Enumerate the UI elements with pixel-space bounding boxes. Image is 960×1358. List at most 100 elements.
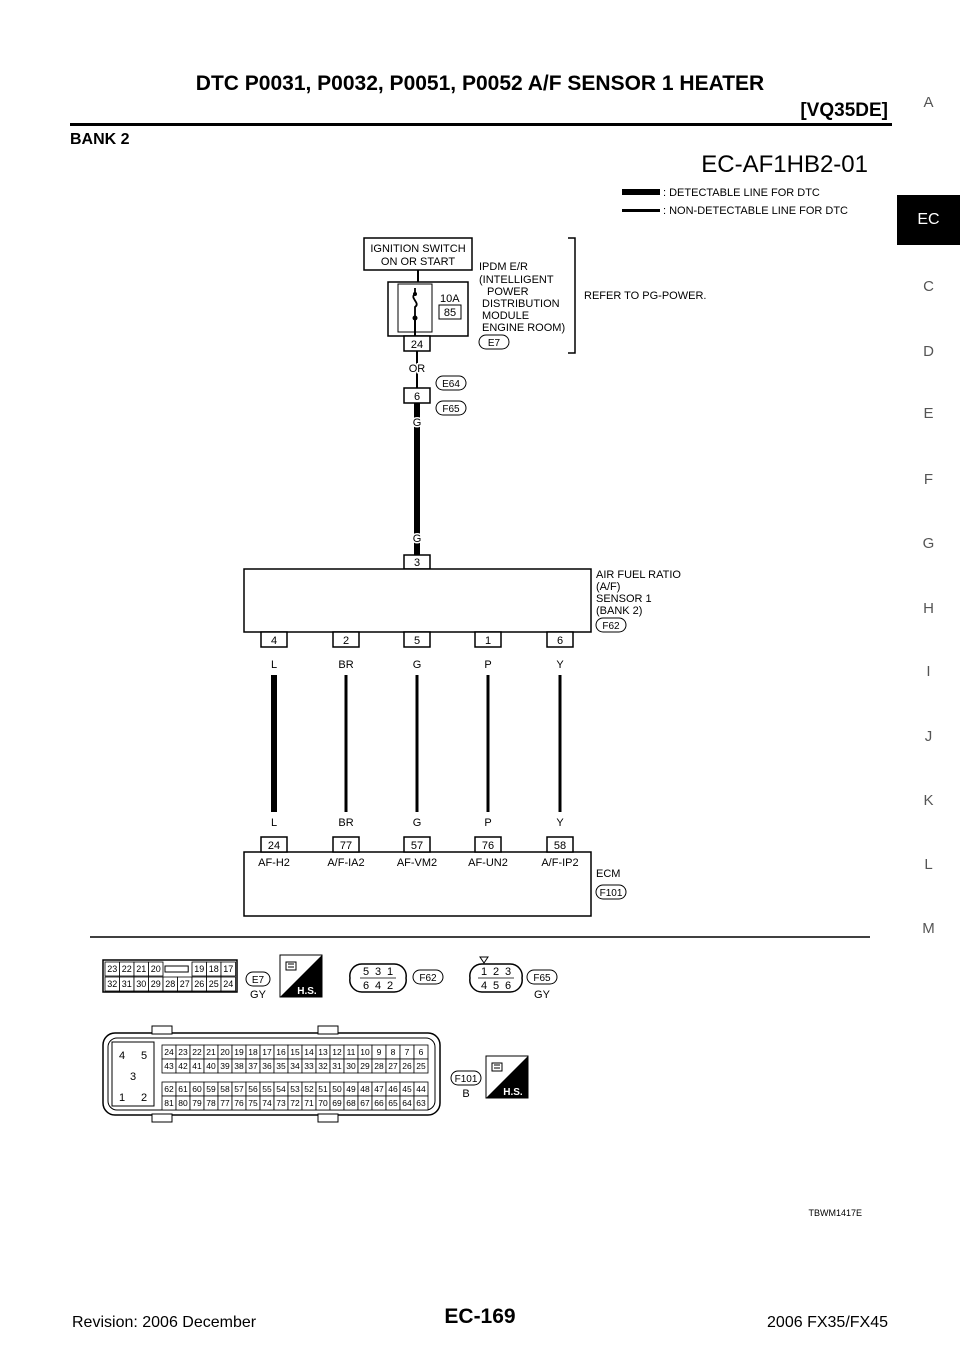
joint-conn-top-tag xyxy=(435,375,467,391)
f101-pin-34: 34 xyxy=(290,1061,300,1071)
f101-pin-38: 38 xyxy=(234,1061,244,1071)
ecm-pin-box-1 xyxy=(260,836,288,853)
f101-pin-58: 58 xyxy=(220,1084,230,1094)
sensor-conn-tag xyxy=(595,617,627,633)
side-index-l[interactable]: L xyxy=(924,856,933,873)
f62-pin-2: 2 xyxy=(387,980,393,992)
fuse-rating: 10A xyxy=(440,293,460,305)
side-index-m[interactable]: M xyxy=(922,920,935,937)
hs-icon-2-glyph xyxy=(491,1062,503,1072)
f101-pin-15: 15 xyxy=(290,1047,300,1057)
wire-color-top-1: L xyxy=(271,659,277,671)
f101-pin-44: 44 xyxy=(416,1084,426,1094)
f101-pin-50: 50 xyxy=(332,1084,342,1094)
legend-thin-line xyxy=(622,209,660,212)
f101-pin-25: 25 xyxy=(416,1061,426,1071)
f101-pin-9: 9 xyxy=(377,1047,382,1057)
wire-color-bottom-3: G xyxy=(413,817,422,829)
e7-key-slot xyxy=(164,965,189,973)
f65-pin-5: 5 xyxy=(493,980,499,992)
f101-pin-66: 66 xyxy=(374,1098,384,1108)
ecm-term-5: A/F-IP2 xyxy=(541,857,578,869)
f101-pin-21: 21 xyxy=(206,1047,216,1057)
f101-pin-78: 78 xyxy=(206,1098,216,1108)
sensor-pin-4: 1 xyxy=(485,635,491,647)
f62-label: F62 xyxy=(419,973,437,984)
e7-color: GY xyxy=(250,989,267,1001)
wire-col-1: 4 L L 24 AF-H2 xyxy=(258,631,290,869)
f101-pin-74: 74 xyxy=(262,1098,272,1108)
hs-icon-2-text: H.S. xyxy=(503,1087,523,1098)
f62-pin-6: 6 xyxy=(363,980,369,992)
side-index-c[interactable]: C xyxy=(923,278,934,295)
side-index-g[interactable]: G xyxy=(922,535,935,552)
f101-pin-61: 61 xyxy=(178,1084,188,1094)
f101-pin-32: 32 xyxy=(318,1061,328,1071)
fuse-number: 85 xyxy=(444,307,456,319)
side-index: A EC C D E F G H I J K L M xyxy=(897,0,960,1358)
f101-pin-76: 76 xyxy=(234,1098,244,1108)
side-index-e[interactable]: E xyxy=(923,405,934,422)
f101-pin-4: 4 xyxy=(119,1050,125,1062)
ignition-switch-label: IGNITION SWITCH xyxy=(370,243,465,255)
ecm-pin-box-3 xyxy=(403,836,431,853)
side-index-f[interactable]: F xyxy=(923,471,934,488)
sensor-label-1: (A/F) xyxy=(596,581,620,593)
ipdm-conn-tag xyxy=(478,334,510,350)
sensor-pin-5: 6 xyxy=(557,635,563,647)
f101-pin-64: 64 xyxy=(402,1098,412,1108)
f101-tag xyxy=(450,1070,482,1086)
wire-color-top-3: G xyxy=(413,659,422,671)
ecm-conn-tag xyxy=(595,884,627,900)
side-index-a[interactable]: A xyxy=(923,94,934,111)
diagram-id: EC-AF1HB2-01 xyxy=(701,151,868,178)
wire-color-bottom-5: Y xyxy=(556,817,564,829)
f65-pin-6: 6 xyxy=(505,980,511,992)
side-index-i[interactable]: I xyxy=(926,663,931,680)
f101-pin-51: 51 xyxy=(318,1084,328,1094)
sensor-label-3: (BANK 2) xyxy=(596,605,642,617)
side-index-h[interactable]: H xyxy=(923,600,934,617)
e7-tag xyxy=(245,971,271,987)
f101-pin-5: 5 xyxy=(141,1050,147,1062)
f101-pin-41: 41 xyxy=(192,1061,202,1071)
f65-label: F65 xyxy=(533,973,551,984)
legend-detectable: : DETECTABLE LINE FOR DTC xyxy=(663,187,820,199)
f101-pin-81: 81 xyxy=(164,1098,174,1108)
f101-pin-57: 57 xyxy=(234,1084,244,1094)
f101-pin-23: 23 xyxy=(178,1047,188,1057)
f101-latch-br xyxy=(317,1113,339,1123)
hs-icon-text: H.S. xyxy=(297,986,317,997)
ignition-switch-box xyxy=(363,237,473,271)
ecm-pin-2: 77 xyxy=(340,840,352,852)
sensor-conn: F62 xyxy=(602,621,620,632)
fuse-number-box xyxy=(438,304,462,320)
ipdm-label-3: DISTRIBUTION xyxy=(482,298,560,310)
side-index-j[interactable]: J xyxy=(924,728,933,745)
hs-icon-glyph xyxy=(285,961,297,971)
f101-pin-52: 52 xyxy=(304,1084,314,1094)
f101-pin-69: 69 xyxy=(332,1098,342,1108)
f65-pin-4: 4 xyxy=(481,980,487,992)
e7-pin-29: 29 xyxy=(151,979,161,989)
f101-pin-26: 26 xyxy=(402,1061,412,1071)
side-index-k[interactable]: K xyxy=(923,792,934,809)
f101-pin-6: 6 xyxy=(419,1047,424,1057)
f101-pin-47: 47 xyxy=(374,1084,384,1094)
e7-pin-18: 18 xyxy=(209,964,219,974)
side-index-ec[interactable]: EC xyxy=(897,195,960,245)
side-index-d[interactable]: D xyxy=(923,343,934,360)
refer-bracket xyxy=(568,237,576,354)
e7-pin-28: 28 xyxy=(165,979,175,989)
f101-pin-43: 43 xyxy=(164,1061,174,1071)
sensor-pin-1: 4 xyxy=(271,635,277,647)
f101-pin-35: 35 xyxy=(276,1061,286,1071)
f65-pin-3: 3 xyxy=(505,966,511,978)
e7-pin-20-cell xyxy=(148,961,164,977)
f101-pin-18: 18 xyxy=(248,1047,258,1057)
